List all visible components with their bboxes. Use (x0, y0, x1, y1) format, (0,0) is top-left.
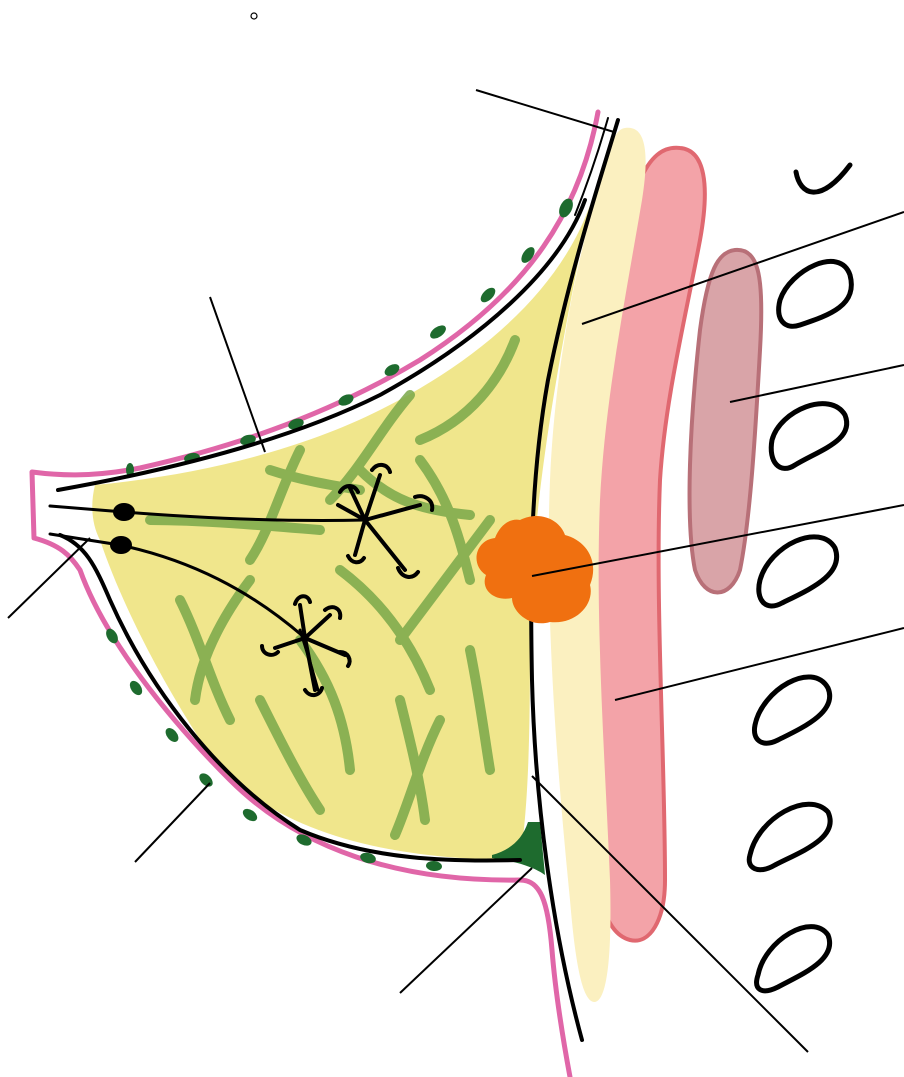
stray-mark (251, 13, 257, 19)
rib-3 (771, 404, 847, 469)
ligament-mark (163, 726, 181, 745)
duct-opening-lower (110, 536, 132, 554)
ligament-mark (426, 860, 443, 871)
leader-line-skin (476, 90, 614, 132)
pectoralis-minor (690, 250, 762, 593)
rib-4 (759, 537, 837, 606)
rib-6 (749, 804, 830, 870)
rib-2 (779, 261, 852, 326)
leader-line-lower-border (135, 783, 210, 862)
leader-line-fat (210, 297, 265, 452)
leader-line-nipple (8, 538, 90, 618)
ligament-mark (428, 323, 448, 342)
leader-line-inframammary (400, 868, 532, 993)
ribs (749, 165, 851, 991)
duct-opening-upper (113, 503, 135, 521)
ligament-mark (241, 806, 260, 823)
rib-7 (757, 927, 830, 991)
rib-1 (796, 165, 850, 192)
rib-5 (754, 677, 829, 743)
